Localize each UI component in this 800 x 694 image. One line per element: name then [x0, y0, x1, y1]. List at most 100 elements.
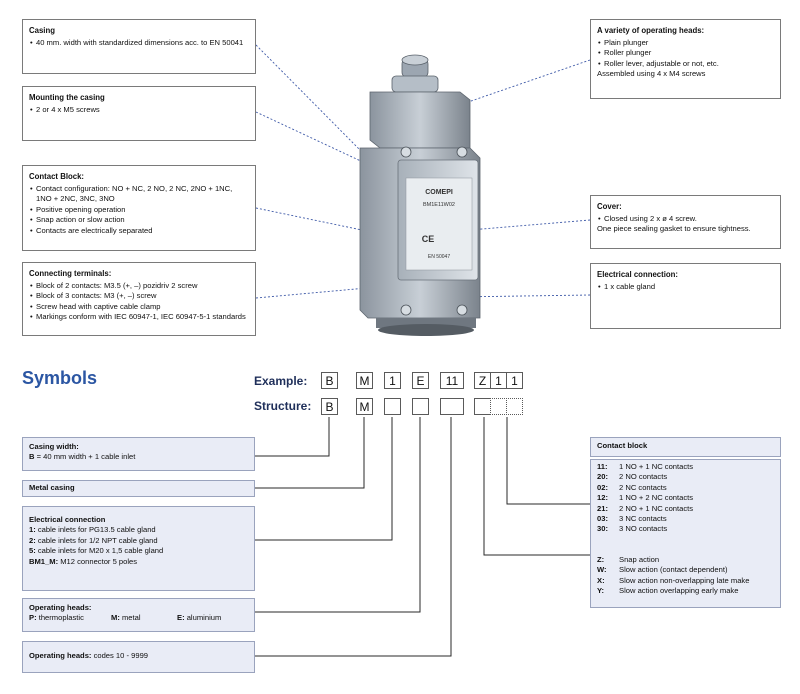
structure-label: Structure: [254, 399, 312, 413]
terminals-item: Markings conform with IEC 60947-1, IEC 6… [30, 312, 249, 323]
electrical-connection-title: Electrical connection [29, 515, 106, 524]
metal-casing-box: Metal casing [22, 480, 255, 497]
ohc-title: Operating heads: [29, 651, 92, 660]
ohm-key: P: [29, 613, 37, 623]
mounting-item: 2 or 4 x M5 screws [30, 105, 249, 116]
ec-key: 1: [29, 525, 36, 535]
contact-row: 11:1 NO + 1 NC contacts [597, 462, 694, 471]
ec-key: 2: [29, 535, 36, 545]
limit-switch-image: COMEPI BM1E11W02 CE EN 50047 [359, 54, 481, 336]
action-row: Y:Slow action overlapping early make [597, 586, 739, 596]
ohm-key: E: [177, 613, 185, 623]
heads-callout: A variety of operating heads: Plain plun… [590, 19, 781, 99]
operating-heads-material-box: Operating heads: P: thermoplastic M: met… [22, 598, 255, 632]
example-cell: 11 [440, 372, 464, 389]
example-cell: 1 [506, 372, 523, 389]
structure-cell [506, 398, 523, 415]
contact-row: 21:2 NO + 1 NC contacts [597, 503, 694, 513]
heads-title: A variety of operating heads: [597, 26, 705, 35]
structure-cell: B [321, 398, 338, 415]
terminals-callout: Connecting terminals: Block of 2 contact… [22, 262, 256, 336]
example-cell: E [412, 372, 429, 389]
cover-extra: One piece sealing gasket to ensure tight… [597, 224, 751, 234]
contact-row: 20:2 NO contacts [597, 472, 668, 482]
contact-block-table-title: Contact block [597, 441, 648, 450]
ohm-key: M: [111, 613, 120, 623]
contact-block-header: Contact block [590, 437, 781, 457]
heads-item: Roller plunger [598, 48, 774, 59]
metal-casing-title: Metal casing [29, 483, 75, 492]
casing-width-box: Casing width: B = 40 mm width + 1 cable … [22, 437, 255, 471]
ec-key: BM1_M: [29, 556, 59, 566]
contact-block-item: Contact configuration: NO + NC, 2 NO, 2 … [30, 184, 249, 195]
casing-item: 40 mm. width with standardized dimension… [30, 38, 249, 49]
ohm-text: thermoplastic [36, 613, 84, 623]
contact-row: 30:3 NO contacts [597, 524, 668, 534]
electrical-connection-box: Electrical connection 1: cable inlets fo… [22, 506, 255, 591]
operating-heads-material-title: Operating heads: [29, 603, 92, 612]
contact-row: 03:3 NC contacts [597, 514, 667, 524]
heads-extra: Assembled using 4 x M4 screws [597, 69, 706, 79]
terminals-item: Block of 3 contacts: M3 (+, –) screw [30, 291, 249, 302]
operating-heads-codes-box: Operating heads: codes 10 - 9999 [22, 641, 255, 673]
product-standard: EN 50047 [428, 254, 450, 260]
contact-block-table [590, 459, 781, 608]
ec-key: 5: [29, 546, 36, 556]
ec-text: cable inlets for 1/2 NPT cable gland [35, 535, 158, 545]
mounting-title: Mounting the casing [29, 93, 105, 102]
electrical-callout: Electrical connection: 1 x cable gland [590, 263, 781, 329]
contact-row: 02:2 NC contacts [597, 482, 667, 492]
structure-cell: M [356, 398, 373, 415]
electrical-item: 1 x cable gland [598, 282, 774, 293]
product-model: BM1E11W02 [423, 202, 455, 208]
action-row: Z:Snap action [597, 555, 660, 564]
electrical-title: Electrical connection: [597, 270, 679, 279]
example-cell: 1 [384, 372, 401, 389]
contact-row: 12:1 NO + 2 NC contacts [597, 493, 694, 503]
ohm-text: metal [119, 613, 141, 623]
terminals-title: Connecting terminals: [29, 269, 112, 278]
casing-width-text: = 40 mm width + 1 cable inlet [34, 452, 136, 462]
contact-block-item: Contacts are electrically separated [30, 226, 249, 237]
cover-callout: Cover: Closed using 2 x ø 4 screw. One p… [590, 195, 781, 249]
casing-callout: Casing 40 mm. width with standardized di… [22, 19, 256, 74]
symbols-title: Symbols [22, 368, 98, 388]
contact-block-item: Snap action or slow action [30, 215, 249, 226]
action-row: X:Slow action non-overlapping late make [597, 575, 750, 585]
cover-title: Cover: [597, 202, 622, 211]
example-label: Example: [254, 374, 308, 388]
example-cell: 1 [490, 372, 507, 389]
structure-cell [474, 398, 491, 415]
ec-text: M12 connector 5 poles [58, 556, 138, 566]
structure-cell [384, 398, 401, 415]
ec-text: cable inlets for PG13.5 cable gland [35, 525, 156, 535]
ohm-text: aluminium [184, 613, 222, 623]
heads-item: Roller lever, adjustable or not, etc. [598, 59, 774, 70]
structure-cell [412, 398, 429, 415]
casing-title: Casing [29, 26, 55, 35]
action-codes-list: Z:Snap action W:Slow action (contact dep… [597, 555, 749, 597]
contact-block-callout: Contact Block: Contact configuration: NO… [22, 165, 256, 251]
terminals-item: Screw head with captive cable clamp [30, 302, 249, 313]
mounting-callout: Mounting the casing 2 or 4 x M5 screws [22, 86, 256, 141]
contact-block-continuation: 1NO + 2NC, 3NC, 3NO [36, 194, 115, 204]
structure-cell [490, 398, 507, 415]
heads-item: Plain plunger [598, 38, 774, 49]
example-cell: M [356, 372, 373, 389]
contact-codes-list: 11:1 NO + 1 NC contacts 20:2 NO contacts… [597, 462, 693, 535]
cover-item: Closed using 2 x ø 4 screw. [598, 214, 774, 225]
ec-text: cable inlets for M20 x 1,5 cable gland [35, 546, 164, 556]
ce-mark: CE [422, 234, 435, 244]
casing-width-key: B [29, 452, 35, 462]
product-brand: COMEPI [425, 189, 453, 196]
structure-cell [440, 398, 464, 415]
terminals-item: Block of 2 contacts: M3.5 (+, –) pozidri… [30, 281, 249, 292]
example-cell: Z [474, 372, 491, 389]
action-row: W:Slow action (contact dependent) [597, 565, 728, 575]
contact-block-title: Contact Block: [29, 172, 85, 181]
example-cell: B [321, 372, 338, 389]
ohc-text: codes 10 - 9999 [91, 651, 149, 660]
casing-width-title: Casing width: [29, 442, 79, 451]
contact-block-item: Positive opening operation [30, 205, 249, 216]
